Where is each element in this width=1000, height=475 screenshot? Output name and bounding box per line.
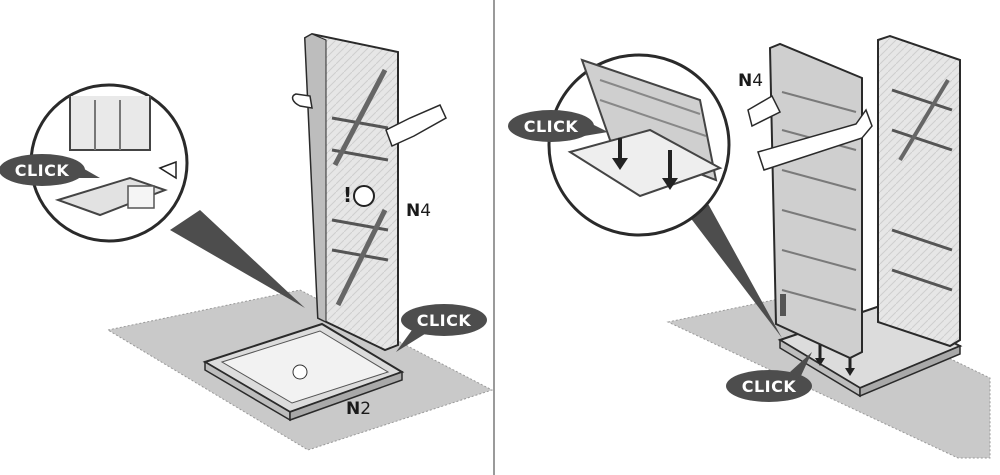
warning-mark: ! (343, 183, 352, 207)
hands (291, 93, 447, 148)
step-left: ! CLICK CLICK N4 (0, 32, 494, 451)
magnifier-detail (547, 53, 731, 237)
click-callout-2: CLICK (396, 304, 487, 352)
click-callout-1: CLICK (0, 154, 100, 186)
part-label-n4: N4 (406, 201, 431, 221)
click-label: CLICK (417, 311, 472, 330)
click-label: CLICK (15, 161, 70, 180)
base-tray (202, 322, 405, 422)
side-panel (768, 42, 863, 360)
part-label-n2: N2 (346, 399, 371, 419)
click-label: CLICK (524, 117, 579, 136)
click-label: CLICK (742, 377, 797, 396)
rear-panel (877, 34, 961, 348)
step-right: CLICK CLICK N4 (508, 34, 991, 459)
click-callout-3: CLICK (508, 110, 608, 142)
magnifier-pointer (686, 200, 782, 338)
magnifier-pointer (170, 210, 305, 308)
click-callout-4: CLICK (726, 352, 812, 402)
part-label-n4: N4 (738, 71, 763, 91)
hands (747, 94, 873, 171)
